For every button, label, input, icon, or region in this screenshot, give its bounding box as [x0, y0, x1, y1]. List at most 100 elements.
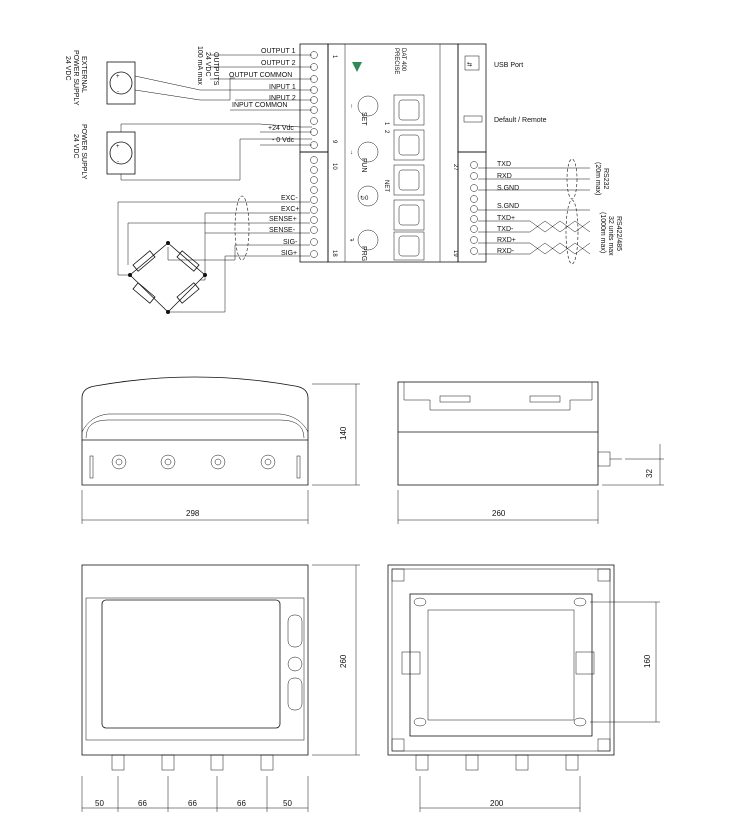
- svg-text:S.GND: S.GND: [497, 185, 519, 192]
- wiring-diagram: + - EXTERNAL POWER SUPPLY 24 VDC OUTPUTS…: [64, 43, 622, 314]
- side-gland-dim: 32: [645, 469, 654, 478]
- terminal-input-1: INPUT 1: [269, 84, 296, 91]
- terminal-number-19: 19: [452, 250, 458, 257]
- ext-supply-1-volt: 24 VDC: [64, 56, 71, 81]
- back-width-dim: 200: [490, 799, 504, 808]
- terminal-sig-minus: SIG-: [283, 239, 298, 246]
- ext-supply-1-title: EXTERNAL: [80, 56, 87, 93]
- key-mark-net: NET: [383, 180, 389, 192]
- svg-text:-: -: [117, 89, 119, 95]
- terminal-input-common: INPUT COMMON: [232, 102, 287, 109]
- default-remote-label: Default / Remote: [494, 117, 547, 124]
- terminal-exc-minus: EXC-: [281, 195, 298, 202]
- down-arrow-icon: ↓: [350, 150, 353, 156]
- enter-icon: ↵: [350, 238, 355, 244]
- top-view-glands: [111, 754, 274, 771]
- terminal-sense-minus: SENSE-: [269, 227, 296, 234]
- terminal-number-9: 9: [331, 140, 337, 144]
- external-power-supply-1: + - EXTERNAL POWER SUPPLY 24 VDC: [64, 50, 136, 106]
- usb-port-label: USB Port: [494, 62, 523, 69]
- side-depth-dim: 260: [492, 509, 506, 518]
- rs232-title: RS232: [602, 168, 609, 190]
- svg-text:RXD-: RXD-: [497, 248, 515, 255]
- outputs-current: 100 mA max: [196, 46, 203, 85]
- svg-text:⇆: ⇆: [467, 61, 472, 68]
- terminal-sense-plus: SENSE+: [269, 216, 297, 223]
- set-key: SET ↑: [350, 95, 379, 126]
- svg-text:RXD: RXD: [497, 173, 512, 180]
- terminal-plus-24vdc: +24 Vdc: [268, 125, 294, 132]
- svg-text:SET: SET: [360, 112, 367, 126]
- terminal-strip-right: ⇆ 27 19: [452, 43, 487, 263]
- rs485-wiring: S.GND TXD+ TXD- RXD+ RXD- RS422/485 32 u…: [478, 199, 622, 265]
- up-arrow-icon: ↑: [350, 104, 353, 110]
- precise-logo-icon: [352, 62, 362, 72]
- fun-key: FUN ↓: [350, 141, 379, 172]
- svg-text:PRG: PRG: [360, 246, 367, 261]
- spacing-dim-3: 66: [188, 799, 197, 808]
- prg-key: PRG ↵: [350, 229, 379, 261]
- terminal-output-common: OUTPUT COMMON: [229, 72, 292, 79]
- svg-text:RXD+: RXD+: [497, 237, 516, 244]
- cable-gland-front: [111, 454, 276, 470]
- ext-supply-2-title: POWER SUPPLY: [80, 124, 87, 180]
- svg-text:FUN: FUN: [360, 158, 367, 172]
- spacing-dim-1: 50: [95, 799, 104, 808]
- terminal-output-1: OUTPUT 1: [261, 48, 296, 55]
- front-view: 298 140: [81, 376, 360, 524]
- seven-segment-display: [393, 94, 425, 261]
- back-view: 160 200: [387, 564, 660, 812]
- svg-text:TXD-: TXD-: [497, 226, 514, 233]
- front-height-dim: 140: [339, 426, 348, 440]
- terminal-output-2: OUTPUT 2: [261, 60, 296, 67]
- ext-supply-1-sub: POWER SUPPLY: [72, 50, 79, 106]
- spacing-dim-5: 50: [283, 799, 292, 808]
- rs232-wiring: TXD RXD S.GND RS232 (20m max): [478, 158, 609, 200]
- svg-text:+: +: [116, 74, 120, 80]
- terminal-number-27: 27: [452, 164, 458, 171]
- tare-icon: ↻0: [360, 195, 369, 202]
- spacing-dim-4: 66: [237, 799, 246, 808]
- terminal-number-1: 1: [331, 55, 337, 59]
- spacing-dim-2: 66: [138, 799, 147, 808]
- rs485-sub1: 32 units max: [607, 216, 614, 256]
- svg-text:S.GND: S.GND: [497, 203, 519, 210]
- top-view-knobs: [287, 614, 303, 711]
- ext-supply-2-volt: 24 VDC: [72, 134, 79, 159]
- back-view-glands: [415, 754, 579, 771]
- device-panel: PRECISE DAT 400 SET ↑ 1 2 FUN ↓ NET ↻0: [327, 43, 459, 263]
- front-width-dim: 298: [186, 509, 200, 518]
- key-mark-2: 2: [383, 130, 389, 134]
- side-view: 260 32: [397, 381, 664, 524]
- svg-text:-: -: [117, 159, 119, 165]
- zero-key: ↻0: [357, 185, 379, 207]
- terminal-number-10: 10: [331, 163, 337, 170]
- terminal-exc-plus: EXC+: [281, 206, 299, 213]
- left-terminals: OUTPUT 1 OUTPUT 2 OUTPUT COMMON INPUT 1 …: [210, 48, 337, 149]
- outputs-title: OUTPUTS: [212, 52, 219, 86]
- dip-switch-icon: [463, 115, 483, 123]
- svg-text:+: +: [116, 144, 120, 150]
- outputs-voltage: 24 VDC: [204, 52, 211, 77]
- device-model: DAT 400: [400, 48, 406, 72]
- load-cell-terminals: EXC- EXC+ SENSE+ SENSE- SIG- SIG+: [118, 195, 310, 261]
- svg-text:TXD: TXD: [497, 161, 511, 168]
- top-view: 260 50 66 66 66 50: [81, 564, 360, 812]
- top-height-dim: 260: [339, 654, 348, 668]
- terminal-input-2: INPUT 2: [269, 95, 296, 102]
- back-mounting-holes: [413, 597, 587, 727]
- device-brand: PRECISE: [393, 48, 399, 74]
- rs232-sub: (20m max): [594, 162, 601, 195]
- external-power-supply-2: + - POWER SUPPLY 24 VDC: [72, 124, 136, 180]
- rs485-title: RS422/485: [615, 216, 622, 251]
- terminal-strip-load-cell: 10 18: [299, 151, 337, 263]
- terminal-sig-plus: SIG+: [281, 250, 297, 257]
- load-cell-bridge: [117, 202, 236, 314]
- terminal-number-18: 18: [331, 250, 337, 257]
- svg-text:TXD+: TXD+: [497, 215, 515, 222]
- terminal-strip-left: [299, 43, 329, 153]
- rs485-sub2: (1000m max): [599, 212, 606, 253]
- key-mark-1: 1: [383, 122, 389, 126]
- back-hole-spacing-dim: 160: [643, 654, 652, 668]
